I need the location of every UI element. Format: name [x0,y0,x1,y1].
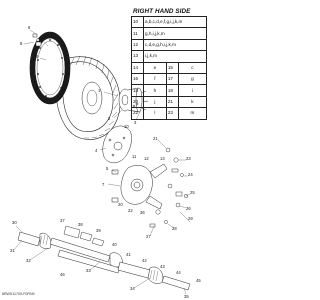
callout-5: 5 [106,166,109,171]
callout-23: 23 [186,156,191,161]
table-row: 20 j 21 k [131,95,208,109]
callout-35: 35 [184,294,189,299]
callout-13: 13 [160,156,165,161]
callout-39: 39 [96,228,101,233]
callout-34: 34 [130,286,135,291]
row-number-2: 15 [165,61,179,74]
row-number: 22 [131,107,144,120]
callout-2: 2 [108,116,111,121]
row-code: f [143,72,167,86]
row-number: 11 [131,27,144,40]
row-number: 10 [131,15,144,29]
callout-26: 26 [186,206,191,211]
callout-27: 27 [146,234,151,239]
table-row: 18 h 19 i [131,84,208,97]
row-number-2: 17 [165,72,179,86]
table-row: 10 a,b,c,d,e,f,g,i,j,k,m [131,15,207,29]
row-codes: a,b,c,d,e,f,g,i,j,k,m [143,15,207,29]
callout-12: 12 [144,156,149,161]
row-code-2: g [177,72,208,86]
row-codes: g,h,i,j,k,m [143,27,207,40]
callout-38: 38 [78,222,83,227]
callout-25: 25 [190,190,195,195]
knuckle-small-parts [149,147,189,228]
callout-9: 9 [36,54,39,59]
table-row: 11 g,h,i,j,k,m [131,27,207,40]
callout-22: 22 [128,208,133,213]
table-row: 16 f 17 g [131,72,208,86]
table-title: RIGHT HAND SIDE [133,8,191,15]
row-number: 12 [131,38,144,52]
callout-32: 32 [26,258,31,263]
brake-disc [102,125,132,164]
row-code: h [143,84,167,97]
callout-3: 3 [134,120,137,125]
callout-41: 41 [126,252,131,257]
callout-43: 43 [160,264,165,269]
callout-46: 46 [60,272,65,277]
table-row: 22 l 23 m [131,107,208,120]
table-row: 14 e 15 c [131,61,208,74]
callout-37: 37 [60,218,65,223]
row-number: 14 [131,61,144,74]
callout-10: 10 [124,124,129,129]
row-code-2: k [177,95,208,109]
drive-axle [17,231,191,291]
callout-45: 45 [196,278,201,283]
drawing-code: 8RWS11700-F0RN0 [2,292,35,296]
row-number: 16 [131,72,144,86]
row-number: 13 [131,50,144,63]
row-code: e [143,61,167,74]
callout-31: 31 [10,248,15,253]
callout-1: 1 [98,88,101,93]
callout-42: 42 [142,258,147,263]
wheel-rim [29,31,71,105]
row-code-2: c [177,61,208,74]
callout-21: 21 [153,136,158,141]
row-codes: c,d,e,g,h,i,j,k,m [143,38,207,52]
valve-stem-parts [32,33,42,47]
row-number: 18 [131,84,144,97]
table-row: 12 c,d,e,g,h,i,j,k,m [131,38,207,52]
row-number-2: 19 [165,84,179,97]
row-number-2: 21 [165,95,179,109]
row-codes: i,j,k,m [143,50,207,63]
callout-30: 30 [12,220,17,225]
row-code: j [143,95,167,109]
callout-44: 44 [176,270,181,275]
row-code-2: m [177,107,208,120]
callout-8: 8 [20,41,23,46]
callout-20: 20 [118,202,123,207]
table-row: 13 i,j,k,m [131,50,207,63]
callout-33: 33 [86,268,91,273]
callout-6: 6 [28,25,31,30]
callout-11: 11 [132,154,137,159]
steering-knuckle [111,163,168,210]
variant-reference-table: 10 a,b,c,d,e,f,g,i,j,k,m 11 g,h,i,j,k,m … [131,15,208,120]
row-number: 20 [131,95,144,109]
callout-numbers: 6 8 9 1 2 3 4 5 7 21 23 24 25 26 27 28 2… [10,25,195,299]
row-code-2: i [177,84,208,97]
callout-36: 36 [140,210,145,215]
cv-boots [63,225,105,247]
callout-24: 24 [188,172,193,177]
exploded-parts-diagram: 6 8 9 1 2 3 4 5 7 21 23 24 25 26 27 28 2… [10,25,201,299]
callout-28: 28 [172,226,177,231]
callout-29: 29 [188,216,193,221]
callout-4: 4 [95,148,98,153]
callout-7: 7 [102,182,105,187]
row-number-2: 23 [165,107,179,120]
callout-40: 40 [112,242,117,247]
row-code: l [143,107,167,120]
